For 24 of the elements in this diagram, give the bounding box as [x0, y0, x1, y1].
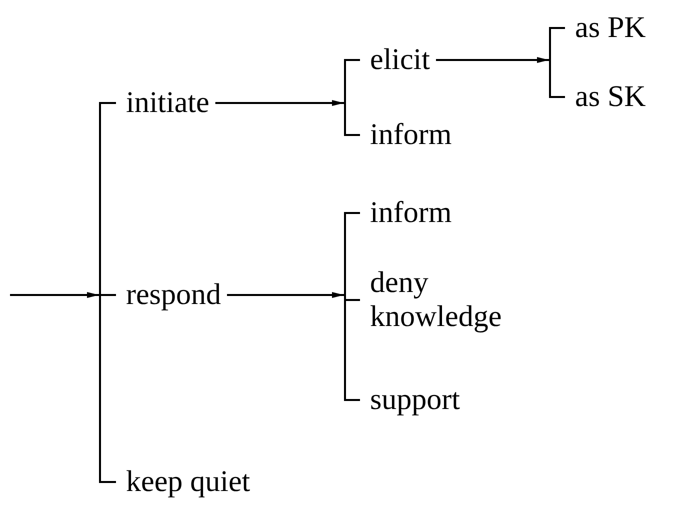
connector-line — [101, 102, 116, 104]
option-label: support — [360, 382, 460, 418]
connector-line — [346, 59, 360, 61]
option-label: as PK — [565, 10, 646, 46]
option-label: as SK — [565, 80, 646, 114]
connector-line — [101, 294, 116, 296]
option-label: initiate — [116, 86, 210, 120]
arrow — [226, 292, 344, 298]
connector-line — [346, 399, 360, 401]
arrow — [10, 292, 99, 298]
connector-line — [346, 212, 360, 214]
connector-line — [551, 96, 565, 98]
connector-line — [101, 481, 116, 483]
arrow — [215, 100, 344, 106]
connector-line — [346, 299, 360, 301]
option-label: keep quiet — [116, 464, 250, 500]
option-label: inform — [360, 118, 452, 152]
connector-line — [551, 27, 565, 29]
connector-line — [346, 134, 360, 136]
option-label: elicit — [360, 42, 430, 78]
option-label: inform — [360, 196, 452, 230]
option-label: deny knowledge — [360, 266, 530, 334]
option-label: respond — [116, 278, 221, 312]
arrow — [436, 57, 549, 63]
